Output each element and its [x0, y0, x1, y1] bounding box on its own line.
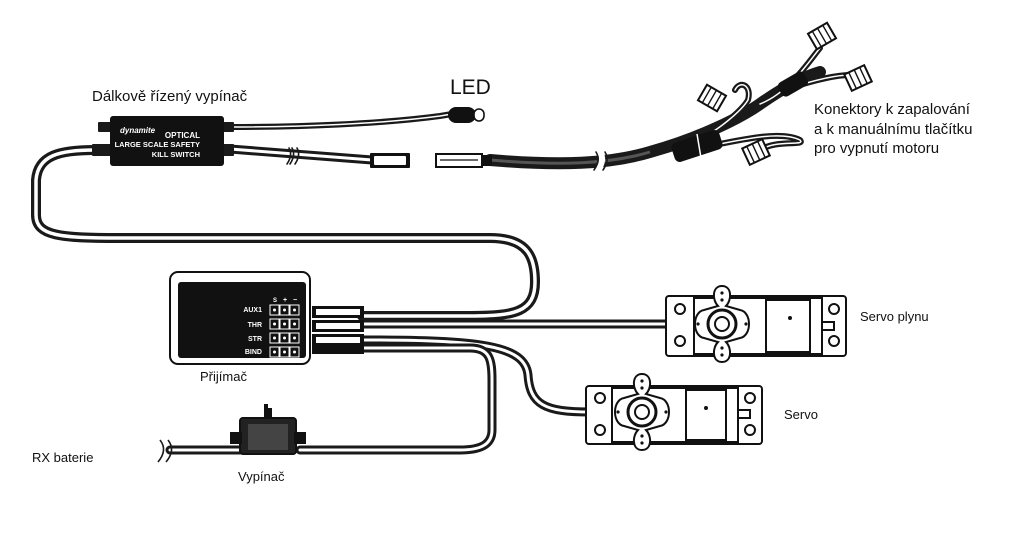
kill-switch-output-cable	[225, 144, 377, 165]
receiver-pin-contact	[293, 322, 296, 326]
plug-3	[842, 63, 874, 93]
receiver-pin-contact	[283, 336, 286, 340]
plug-1	[696, 83, 728, 113]
pin-mark-signal: S	[273, 298, 277, 304]
servo-main	[585, 372, 763, 452]
port-label-thr: THR	[248, 322, 262, 329]
label-servo: Servo	[784, 407, 818, 422]
led-component	[448, 107, 485, 123]
battery-cable	[157, 343, 497, 463]
power-switch	[230, 402, 306, 455]
receiver-pin-contact	[273, 308, 276, 312]
label-connectors-line-1: Konektory k zapalování	[814, 101, 971, 118]
pin-mark-plus: +	[283, 297, 287, 304]
servo-throttle	[665, 284, 847, 364]
plug-4	[740, 137, 772, 167]
kill-switch-to-receiver-cable	[31, 145, 540, 321]
device-line-2: LARGE SCALE SAFETY	[115, 140, 200, 149]
port-label-aux1: AUX1	[243, 307, 262, 314]
label-kill-switch: Dálkově řízený vypínač	[92, 88, 248, 105]
servo-cable	[357, 335, 595, 417]
receiver: AUX1 THR STR BIND S + −	[169, 271, 364, 365]
receiver-pin-grid	[269, 304, 300, 358]
extension-connectors	[370, 153, 492, 168]
label-receiver: Přijímač	[200, 369, 247, 384]
diagram-labels: Dálkově řízený vypínač LED Konektory k z…	[32, 76, 972, 484]
harness-splitters	[671, 71, 809, 162]
receiver-pin-contact	[283, 322, 286, 326]
receiver-pin-contact	[293, 308, 296, 312]
receiver-pin-contact	[273, 322, 276, 326]
label-switch: Vypínač	[238, 469, 285, 484]
device-line-3: KILL SWITCH	[152, 150, 200, 159]
receiver-pin-contact	[283, 350, 286, 354]
port-label-bind: BIND	[245, 349, 262, 356]
receiver-pin-contact	[293, 350, 296, 354]
kill-switch-device: dynamite OPTICAL LARGE SCALE SAFETY KILL…	[92, 116, 234, 166]
receiver-pin-contact	[273, 350, 276, 354]
label-rx-battery: RX baterie	[32, 450, 93, 465]
label-led: LED	[450, 76, 491, 99]
plug-2	[806, 21, 838, 51]
receiver-pin-contact	[293, 336, 296, 340]
connector-plugs	[696, 21, 874, 167]
label-connectors-line-2: a k manuálnímu tlačítku	[814, 121, 972, 138]
receiver-pin-contact	[283, 308, 286, 312]
device-brand: dynamite	[120, 126, 156, 135]
receiver-pin-contact	[273, 336, 276, 340]
device-line-1: OPTICAL	[165, 131, 200, 140]
port-label-str: STR	[248, 336, 262, 343]
label-connectors-line-3: pro vypnutí motoru	[814, 140, 939, 157]
pin-mark-minus: −	[293, 297, 297, 304]
led-cable	[227, 111, 455, 130]
label-servo-throttle: Servo plynu	[860, 309, 929, 324]
